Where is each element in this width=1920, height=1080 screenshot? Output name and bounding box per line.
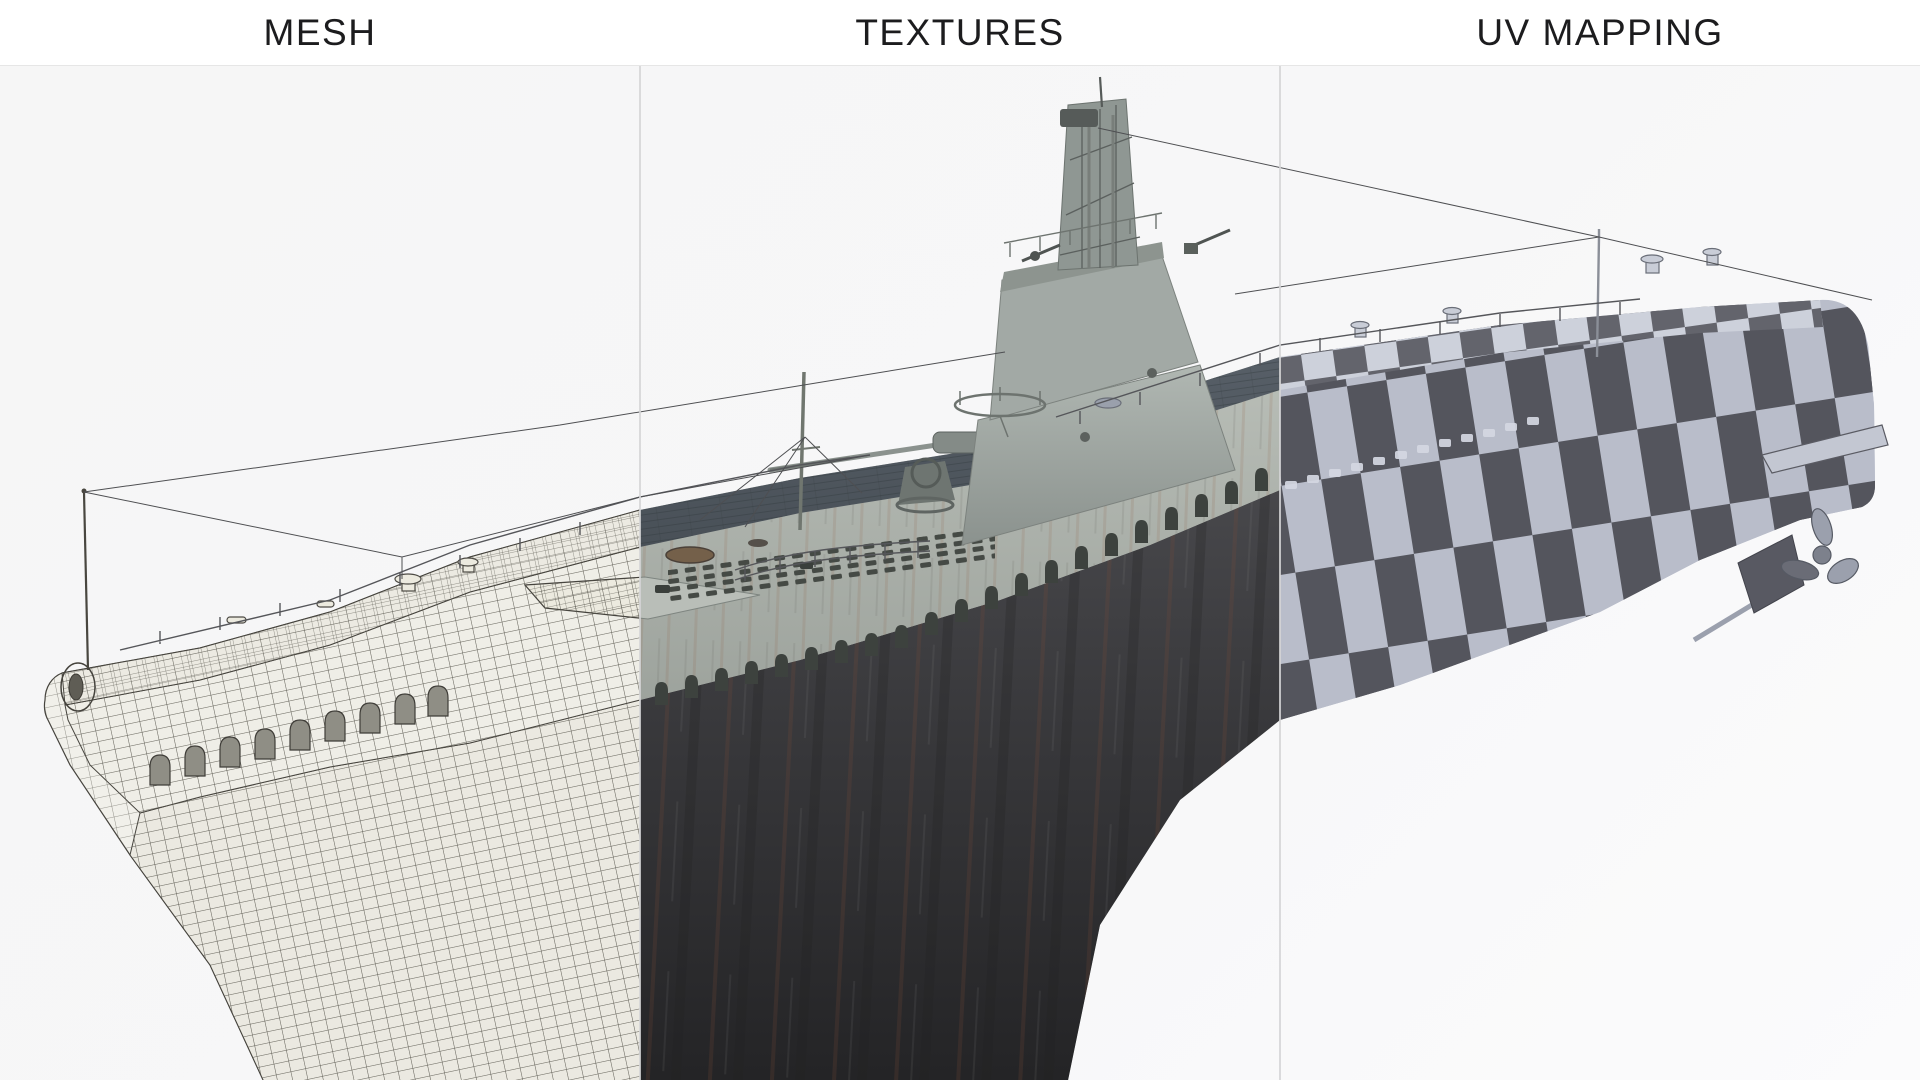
hull-vent-band [668, 527, 995, 604]
panel-divider-2 [1279, 0, 1281, 1080]
uv-hatch-dashes [1285, 417, 1539, 489]
deck-gun [767, 431, 988, 514]
conning-tower [953, 76, 1236, 546]
deck-hatches [655, 539, 813, 593]
showcase-stage [0, 65, 1920, 1080]
deck-railings [119, 298, 1641, 651]
periscopes [1087, 115, 1115, 268]
bow-antenna-mast [82, 491, 90, 671]
aft-deck-bollards [1094, 247, 1722, 409]
topmast [1098, 76, 1104, 108]
panel-label-uv-mapping: UV MAPPING [1476, 11, 1724, 53]
stern-assembly [1692, 424, 1889, 643]
stern-plane-fin [1761, 424, 1889, 474]
submarine-figure [43, 76, 1889, 1080]
tower-porthole [1080, 432, 1090, 442]
shears-lattice [1059, 105, 1141, 268]
propeller [1780, 508, 1859, 584]
panel-label-mesh: MESH [263, 11, 377, 53]
panel-label-textures: TEXTURES [855, 11, 1065, 53]
bow-torpedo-tubes [60, 662, 449, 786]
bridge-railing [1003, 212, 1163, 257]
rigging-cables [83, 127, 1873, 579]
tower-porthole-2 [1147, 368, 1157, 378]
rudder [1737, 534, 1805, 614]
panel-divider-1 [639, 0, 641, 1080]
radar-antenna [1060, 109, 1098, 127]
submarine-details [60, 76, 1889, 786]
limber-holes-row [655, 468, 1268, 705]
header-bar: MESH TEXTURES UV MAPPING [0, 0, 1920, 66]
fairwater-lower [961, 364, 1236, 546]
stern-mast [1595, 229, 1601, 358]
bridge-aa-gun [1021, 243, 1061, 263]
